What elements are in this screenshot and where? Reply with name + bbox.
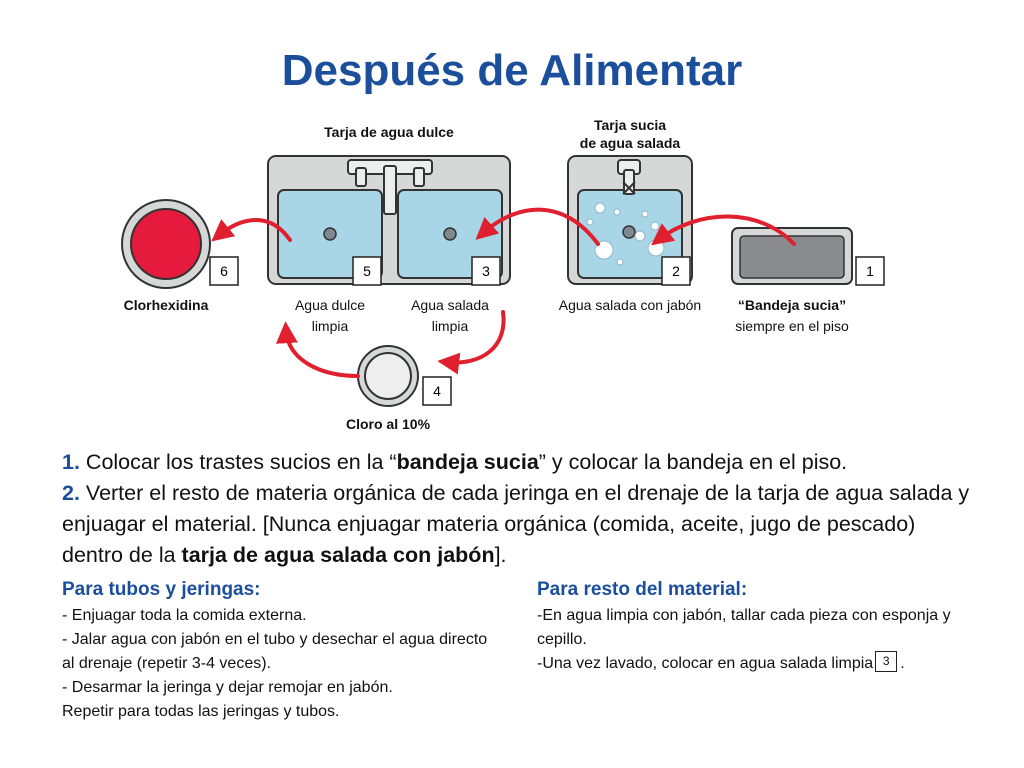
svg-text:3: 3 xyxy=(482,263,490,279)
svg-text:1: 1 xyxy=(866,263,874,279)
other-line-2-end: . xyxy=(900,655,905,672)
dirty-tray xyxy=(731,227,853,285)
label-agua-jabon: Agua salada con jabón xyxy=(558,297,702,313)
tubes-line-4: Repetir para todas las jeringas y tubos. xyxy=(62,703,340,720)
number-box-5: 5 xyxy=(352,256,382,286)
steps-block: 1. Colocar los trastes sucios en la “ban… xyxy=(62,447,982,571)
tubes-syringes-heading: Para tubos y jeringas: xyxy=(62,579,261,600)
svg-text:5: 5 xyxy=(363,263,371,279)
label-agua-salada-line1: Agua salada xyxy=(411,297,489,313)
step-1-text-a: Colocar los trastes sucios en la “ xyxy=(79,450,397,474)
step-1: 1. Colocar los trastes sucios en la “ban… xyxy=(62,447,982,478)
arrow-2-to-3 xyxy=(475,207,600,246)
number-box-6: 6 xyxy=(209,256,239,286)
step-2-text-a: Verter el resto de materia orgánica de c… xyxy=(62,481,970,567)
number-box-4: 4 xyxy=(422,376,452,406)
number-box-1: 1 xyxy=(855,256,885,286)
salt-sink-title: Tarja sucia de agua salada xyxy=(550,116,710,152)
process-diagram: 6 5 3 2 1 4 xyxy=(121,155,885,407)
salt-sink-title-line2: de agua salada xyxy=(579,135,681,151)
svg-text:6: 6 xyxy=(220,263,228,279)
arrow-4-to-5 xyxy=(275,321,360,378)
arrow-3-to-4 xyxy=(437,310,506,375)
arrow-1-to-2 xyxy=(650,214,796,246)
inline-number-box-3: 3 xyxy=(875,651,898,673)
chlorine-dish xyxy=(357,345,419,407)
step-2-text-b: ]. xyxy=(494,543,507,567)
label-agua-salada-line2: limpia xyxy=(431,318,469,334)
number-box-3: 3 xyxy=(471,256,501,286)
step-1-bold: bandeja sucia xyxy=(396,450,539,474)
number-box-2: 2 xyxy=(661,256,691,286)
flow-arrows xyxy=(211,207,796,378)
label-bandeja-line2: siempre en el piso xyxy=(735,318,849,334)
page-title: Después de Alimentar xyxy=(281,46,743,95)
label-cloro: Cloro al 10% xyxy=(345,416,431,432)
sweet-sink-title: Tarja de agua dulce xyxy=(324,124,454,140)
dirty-salt-water-sink xyxy=(567,155,693,285)
label-bandeja-bold: “Bandeja sucia” xyxy=(737,297,847,313)
step-2-bold: tarja de agua salada con jabón xyxy=(181,543,495,567)
svg-text:4: 4 xyxy=(433,383,441,399)
step-2: 2. Verter el resto de materia orgánica d… xyxy=(62,478,982,571)
salt-sink-title-line1: Tarja sucia xyxy=(593,117,667,133)
tubes-line-2: - Jalar agua con jabón en el tubo y dese… xyxy=(62,631,488,672)
step-2-number: 2. xyxy=(62,481,80,505)
label-agua-salada: Agua salada limpia xyxy=(390,295,510,337)
other-line-2-text: -Una vez lavado, colocar en agua salada … xyxy=(537,655,874,672)
sweet-water-double-sink xyxy=(267,155,511,285)
tubes-line-3: - Desarmar la jeringa y dejar remojar en… xyxy=(62,679,393,696)
tubes-line-1: - Enjuagar toda la comida externa. xyxy=(62,607,307,624)
other-material-heading: Para resto del material: xyxy=(537,579,748,600)
arrow-5-to-6 xyxy=(211,218,292,242)
step-1-number: 1. xyxy=(62,450,80,474)
label-bandeja: “Bandeja sucia” siempre en el piso xyxy=(712,295,872,337)
chlorhexidine-dish xyxy=(121,199,211,289)
other-line-2: -Una vez lavado, colocar en agua salada … xyxy=(537,651,957,676)
tubes-syringes-section: Para tubos y jeringas: - Enjuagar toda l… xyxy=(62,578,502,724)
step-1-text-b: ” y colocar la bandeja en el piso. xyxy=(538,450,848,474)
label-agua-dulce: Agua dulce limpia xyxy=(270,295,390,337)
label-clorhexidina: Clorhexidina xyxy=(123,297,209,313)
svg-text:2: 2 xyxy=(672,263,680,279)
other-material-section: Para resto del material: -En agua limpia… xyxy=(537,578,957,676)
other-line-1: -En agua limpia con jabón, tallar cada p… xyxy=(537,607,951,648)
label-agua-dulce-line1: Agua dulce xyxy=(294,297,366,313)
label-agua-dulce-line2: limpia xyxy=(311,318,349,334)
